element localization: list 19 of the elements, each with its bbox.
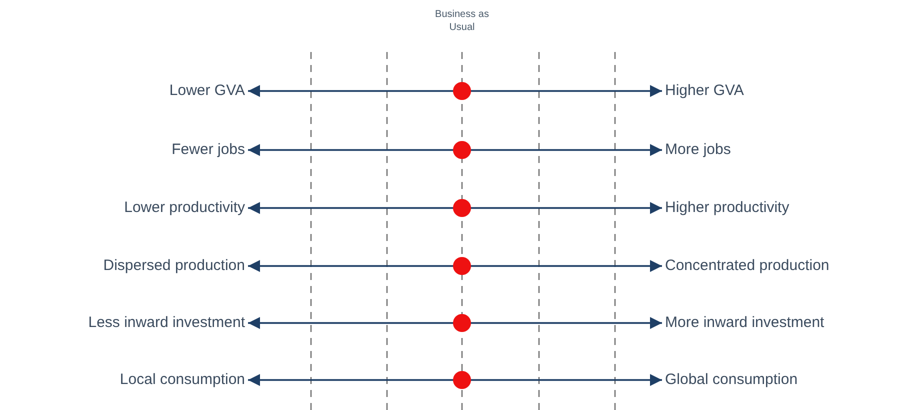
scale-end-label: Higher productivity (665, 198, 790, 218)
scale-end-label: More inward investment (665, 313, 824, 333)
double-headed-arrow (248, 144, 662, 156)
double-headed-arrow (248, 85, 662, 97)
scale-end-label: Higher GVA (665, 81, 744, 101)
scale-end-label: More jobs (665, 140, 731, 160)
scale-end-label: Lower GVA (169, 81, 245, 101)
double-headed-arrow (248, 260, 662, 272)
scale-end-label: Local consumption (120, 370, 245, 390)
scale-end-label: Dispersed production (103, 256, 245, 276)
double-headed-arrow (248, 374, 662, 386)
scale-end-label: Global consumption (665, 370, 798, 390)
double-headed-arrow (248, 202, 662, 214)
scale-end-label: Fewer jobs (172, 140, 245, 160)
scale-midpoint-label: Business as Usual (434, 8, 490, 34)
scale-end-label: Concentrated production (665, 256, 830, 276)
scale-end-label: Less inward investment (88, 313, 245, 333)
scale-end-label: Lower productivity (124, 198, 245, 218)
double-headed-arrow (248, 317, 662, 329)
